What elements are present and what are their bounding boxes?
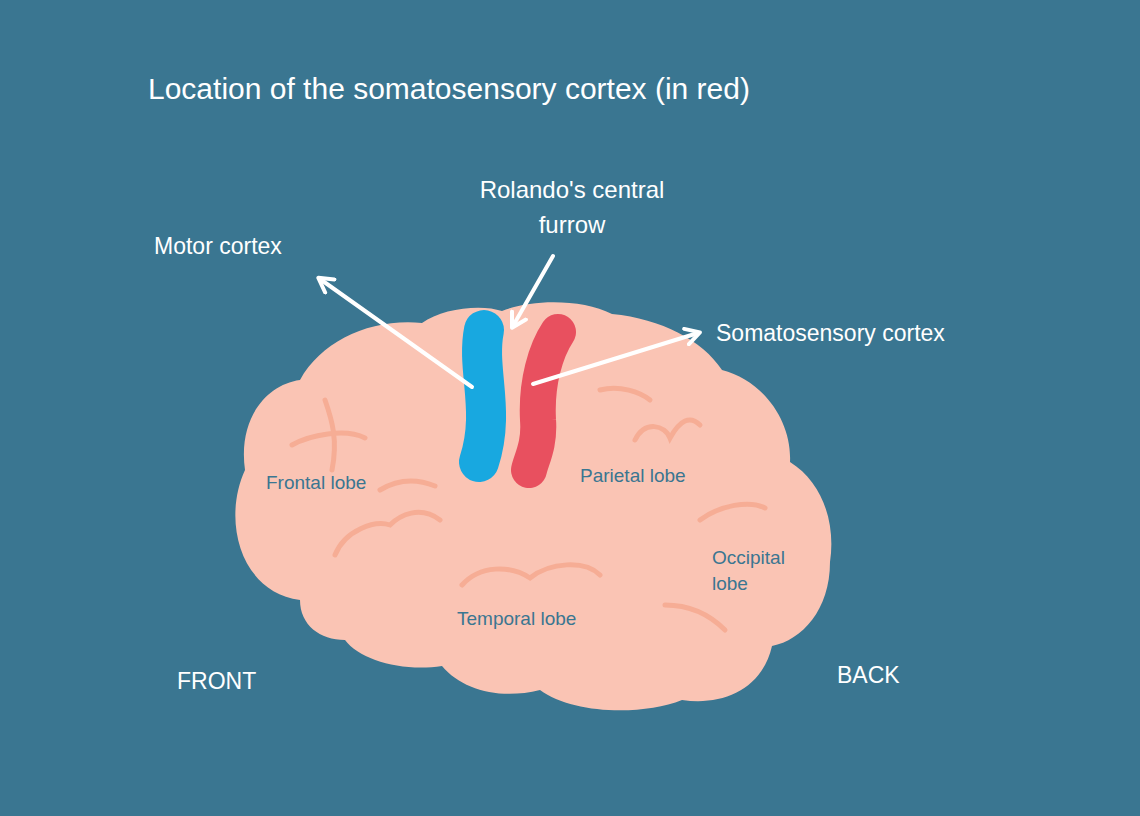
brain-fold: [335, 512, 440, 555]
somatosensory-band: [529, 332, 558, 470]
direction-label: FRONT: [177, 664, 297, 699]
brain-shape: Frontal lobe Parietal lobeOccipital lobeT…: [228, 296, 838, 716]
brain-body: [235, 302, 831, 710]
brain-fold: [292, 433, 365, 445]
brain-fold: [600, 388, 650, 400]
leader-arrow: [533, 333, 698, 384]
leader-arrow: [320, 279, 472, 387]
callout-label: Somatosensory cortex: [716, 316, 1016, 351]
lobe-label: Frontal lobe: [266, 470, 406, 496]
leader-arrow: [513, 256, 553, 326]
callout-label: Rolando's central furrow: [457, 172, 687, 242]
brain-fold: [635, 420, 700, 440]
brain-fold: [380, 481, 435, 490]
lobe-label: Parietal lobe: [580, 463, 720, 489]
brain-fold: [462, 565, 600, 585]
brain-fold: [665, 605, 725, 630]
brain-fold: [325, 400, 334, 470]
lobe-label: Temporal lobe: [457, 606, 617, 632]
motor-cortex-band: [479, 330, 486, 462]
brain-outline: [228, 296, 838, 716]
diagram-title: Location of the somatosensory cortex (in…: [148, 72, 750, 106]
direction-label: BACK: [837, 658, 957, 693]
lobe-label: Occipital lobe: [712, 545, 807, 597]
callout-label: Motor cortex: [154, 229, 354, 264]
brain-fold: [700, 504, 765, 520]
